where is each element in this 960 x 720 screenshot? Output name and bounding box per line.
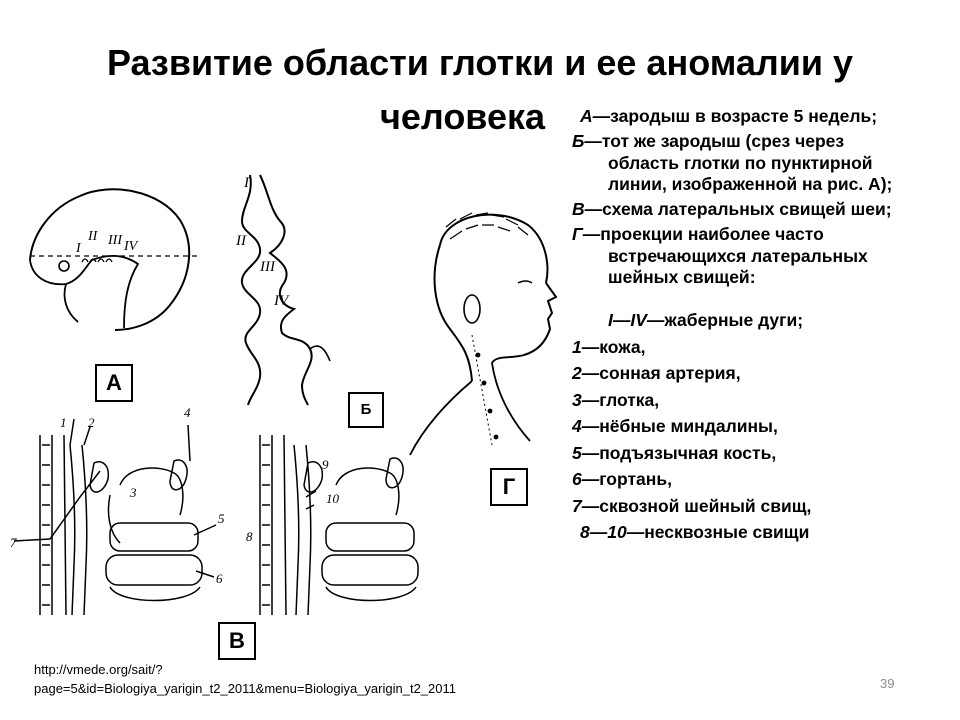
legend-text-v: схема латеральных свищей шеи; <box>602 199 892 219</box>
fig-a-arch-I: I <box>75 241 82 256</box>
fig-b-arch-III: III <box>259 259 276 275</box>
figure-v-fistula-scheme: 1 2 3 4 5 6 7 8 9 10 <box>10 405 419 616</box>
legend-text-a: зародыш в возрасте 5 недель; <box>610 106 878 126</box>
fig-v-num-5: 5 <box>218 511 225 526</box>
fig-b-arch-II: II <box>235 233 247 249</box>
legend-key-arches: I—IV— <box>608 310 665 330</box>
legend-key-1: 1— <box>572 336 600 357</box>
fig-v-num-6: 6 <box>216 571 223 586</box>
legend-item-4: 4—нёбные миндалины, <box>572 416 912 438</box>
legend-key-a: А— <box>580 106 611 126</box>
legend-key-v: В— <box>572 199 603 219</box>
legend-item-2: 2—сонная артерия, <box>572 363 912 385</box>
fig-a-arch-IV: IV <box>123 239 139 254</box>
label-a: А <box>95 364 133 402</box>
fig-v-num-1: 1 <box>60 415 67 430</box>
legend-text-arches: жаберные дуги; <box>664 310 804 330</box>
legend-key-7: 7— <box>572 495 600 516</box>
fig-v-num-2: 2 <box>88 415 95 430</box>
legend-item-a: А—зародыш в возрасте 5 недель; <box>572 106 912 128</box>
legend-key-b: Б— <box>572 131 602 151</box>
slide-title-line-1: Развитие области глотки и ее аномалии у <box>106 42 854 83</box>
legend-item-8-10: 8—10—несквозные свищи <box>572 522 912 544</box>
legend-text-2: сонная артерия, <box>599 363 741 383</box>
fig-v-num-4: 4 <box>184 405 191 420</box>
legend-text-g: проекции наиболее часто встречающихся ла… <box>600 224 868 287</box>
legend-text-8-10: несквозные свищи <box>644 522 810 542</box>
label-b: Б <box>348 392 384 428</box>
legend-key-3: 3— <box>572 389 600 410</box>
legend-key-8-10: 8—10— <box>580 522 645 542</box>
legend-key-6: 6— <box>572 469 600 489</box>
legend-item-3: 3—глотка, <box>572 390 912 412</box>
legend-item-5: 5—подъязычная кость, <box>572 443 912 465</box>
legend-text-4: нёбные миндалины, <box>599 416 778 436</box>
legend-item-arches: I—IV—жаберные дуги; <box>572 310 912 332</box>
legend-text-b: тот же зародыш (срез через область глотк… <box>601 131 893 194</box>
fig-b-arch-IV: IV <box>273 293 290 309</box>
source-link[interactable]: http://vmede.org/sait/? page=5&id=Biolog… <box>34 660 456 698</box>
legend-text-7: сквозной шейный свищ, <box>599 495 812 516</box>
figure-g-head <box>409 212 558 456</box>
figure-b-section: I II III IV <box>235 174 331 406</box>
fig-v-num-8: 8 <box>246 529 253 544</box>
fig-a-arch-III: III <box>107 233 123 248</box>
legend-item-g: Г—проекции наиболее часто встречающихся … <box>572 224 912 289</box>
page-number: 39 <box>880 676 895 691</box>
label-g: Г <box>490 468 528 506</box>
legend-item-1: 1—кожа, <box>572 337 912 359</box>
legend-text-5: подъязычная кость, <box>599 442 777 463</box>
figure-a-embryo: I II III IV <box>29 188 198 331</box>
label-v: В <box>218 622 256 660</box>
legend: А—зародыш в возрасте 5 недель; Б—тот же … <box>572 106 912 549</box>
legend-key-5: 5— <box>572 442 600 463</box>
source-line-1: http://vmede.org/sait/? <box>34 662 163 677</box>
legend-item-b: Б—тот же зародыш (срез через область гло… <box>572 131 912 196</box>
legend-text-1: кожа, <box>599 336 646 357</box>
source-line-2: page=5&id=Biologiya_yarigin_t2_2011&menu… <box>34 681 456 696</box>
slide-title-line-2: человека <box>380 96 546 137</box>
legend-key-g: Г— <box>572 224 601 244</box>
fig-v-num-9: 9 <box>322 457 329 472</box>
fig-b-arch-I: I <box>243 175 250 191</box>
legend-item-6: 6—гортань, <box>572 469 912 491</box>
legend-key-2: 2— <box>572 363 600 383</box>
legend-text-6: гортань, <box>599 469 672 489</box>
fig-v-num-7: 7 <box>10 535 17 550</box>
legend-key-4: 4— <box>572 416 600 436</box>
fig-v-num-10: 10 <box>326 491 340 506</box>
legend-item-v: В—схема латеральных свищей шеи; <box>572 199 912 221</box>
legend-item-7: 7—сквозной шейный свищ, <box>572 496 912 518</box>
legend-text-3: глотка, <box>599 389 660 410</box>
fig-v-num-3: 3 <box>129 485 137 500</box>
fig-a-arch-II: II <box>87 229 99 244</box>
